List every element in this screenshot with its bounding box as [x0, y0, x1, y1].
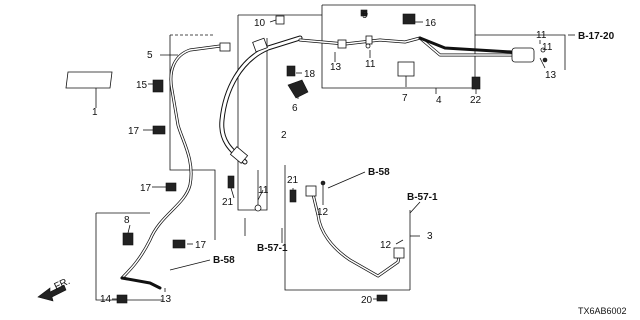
part-label: 12 — [317, 207, 329, 218]
part-label: 11 — [258, 185, 269, 196]
part-label: 2 — [281, 130, 287, 141]
ref-b58-upper: B-58 — [368, 167, 390, 178]
discharge-pipe-part — [298, 35, 535, 63]
part-label: 4 — [436, 95, 442, 106]
lower-pipe-part — [305, 185, 405, 278]
front-label: FR. — [53, 276, 72, 293]
part-label: 8 — [124, 215, 130, 226]
leader-lines — [112, 12, 575, 300]
suction-hose-part — [219, 35, 303, 212]
part-label: 11 — [536, 30, 547, 41]
label-sheet-part — [65, 71, 113, 108]
liquid-pipe-part — [120, 42, 231, 290]
part-label: 11 — [365, 59, 376, 70]
part-label: 12 — [380, 240, 392, 251]
part-label: 16 — [425, 18, 437, 29]
part-label: 11 — [542, 42, 553, 53]
part-label: 14 — [100, 294, 112, 305]
part-label: 1 — [92, 107, 98, 118]
reference-labels: B-17-20 B-58 B-58 B-57-1 B-57-1 — [169, 31, 615, 271]
part-label: 6 — [292, 103, 298, 114]
part-labels: 1 2 3 4 5 6 7 8 9 10 11 11 11 11 12 12 1… — [92, 10, 557, 306]
front-arrow-icon — [37, 284, 67, 302]
frame-lines — [95, 4, 566, 301]
part-label: 13 — [330, 62, 342, 73]
part-label: 17 — [140, 183, 152, 194]
part-label: 18 — [304, 69, 316, 80]
part-label: 17 — [128, 126, 140, 137]
ref-b57-1-right: B-57-1 — [407, 192, 438, 203]
part-label: 10 — [254, 18, 266, 29]
part-label: 15 — [136, 80, 148, 91]
part-label: 9 — [362, 10, 368, 21]
part-label: 13 — [160, 294, 172, 305]
diagram-code: TX6AB6002 — [578, 306, 627, 316]
part-label: 21 — [287, 175, 299, 186]
ref-b17-20: B-17-20 — [578, 31, 615, 42]
part-label: 13 — [545, 70, 557, 81]
part-label: 20 — [361, 295, 373, 306]
part-label: 17 — [195, 240, 207, 251]
hardware-parts — [116, 9, 548, 304]
ref-b57-1-left: B-57-1 — [257, 243, 288, 254]
part-label: 21 — [222, 197, 234, 208]
part-label: 5 — [147, 50, 153, 61]
part-label: 3 — [427, 231, 433, 242]
part-label: 22 — [470, 95, 482, 106]
part-label: 7 — [402, 93, 408, 104]
ref-b58-lower: B-58 — [213, 255, 235, 266]
